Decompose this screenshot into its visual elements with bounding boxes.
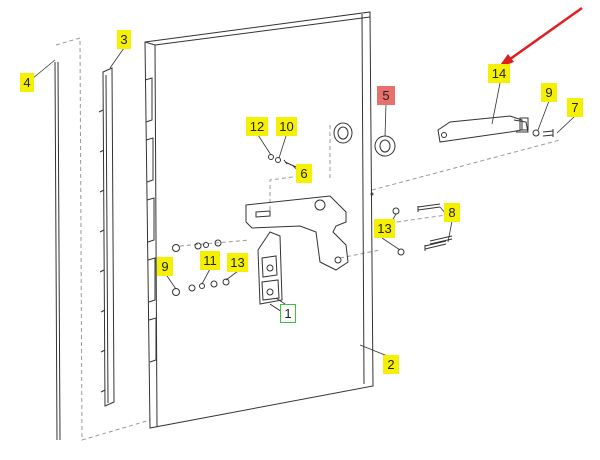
hinge-strip-part	[98, 67, 115, 407]
callout-label-2: 2	[383, 355, 399, 374]
callout-label-9-right: 9	[541, 83, 557, 102]
callout-label-3: 3	[117, 30, 131, 49]
callout-label-7: 7	[567, 98, 583, 117]
callout-label-13-right: 13	[374, 219, 395, 238]
leader-lines	[26, 47, 576, 358]
handle-screw-part	[532, 129, 554, 137]
small-fasteners-upper	[268, 154, 297, 168]
callout-label-12: 12	[246, 117, 268, 136]
callout-label-14: 14	[488, 64, 510, 83]
bolt-group-right	[392, 203, 453, 256]
callout-label-4: 4	[20, 73, 34, 92]
callout-label-6: 6	[296, 164, 312, 183]
callout-label-10: 10	[276, 117, 297, 136]
nut-part	[333, 122, 396, 157]
callout-label-13-left: 13	[227, 253, 248, 272]
assembly-outline	[55, 37, 561, 441]
door-panel-part	[144, 11, 374, 429]
pointer-arrow-icon	[498, 6, 583, 68]
rod-part	[54, 61, 61, 441]
callout-label-11: 11	[200, 251, 220, 270]
callout-label-9-left: 9	[157, 257, 173, 276]
callout-label-8: 8	[444, 203, 460, 222]
bracket-plate-part	[245, 195, 349, 271]
lock-mechanism-part	[257, 231, 283, 313]
callout-label-5: 5	[377, 86, 395, 105]
handle-part	[437, 115, 529, 143]
callout-label-1: 1	[280, 304, 296, 323]
